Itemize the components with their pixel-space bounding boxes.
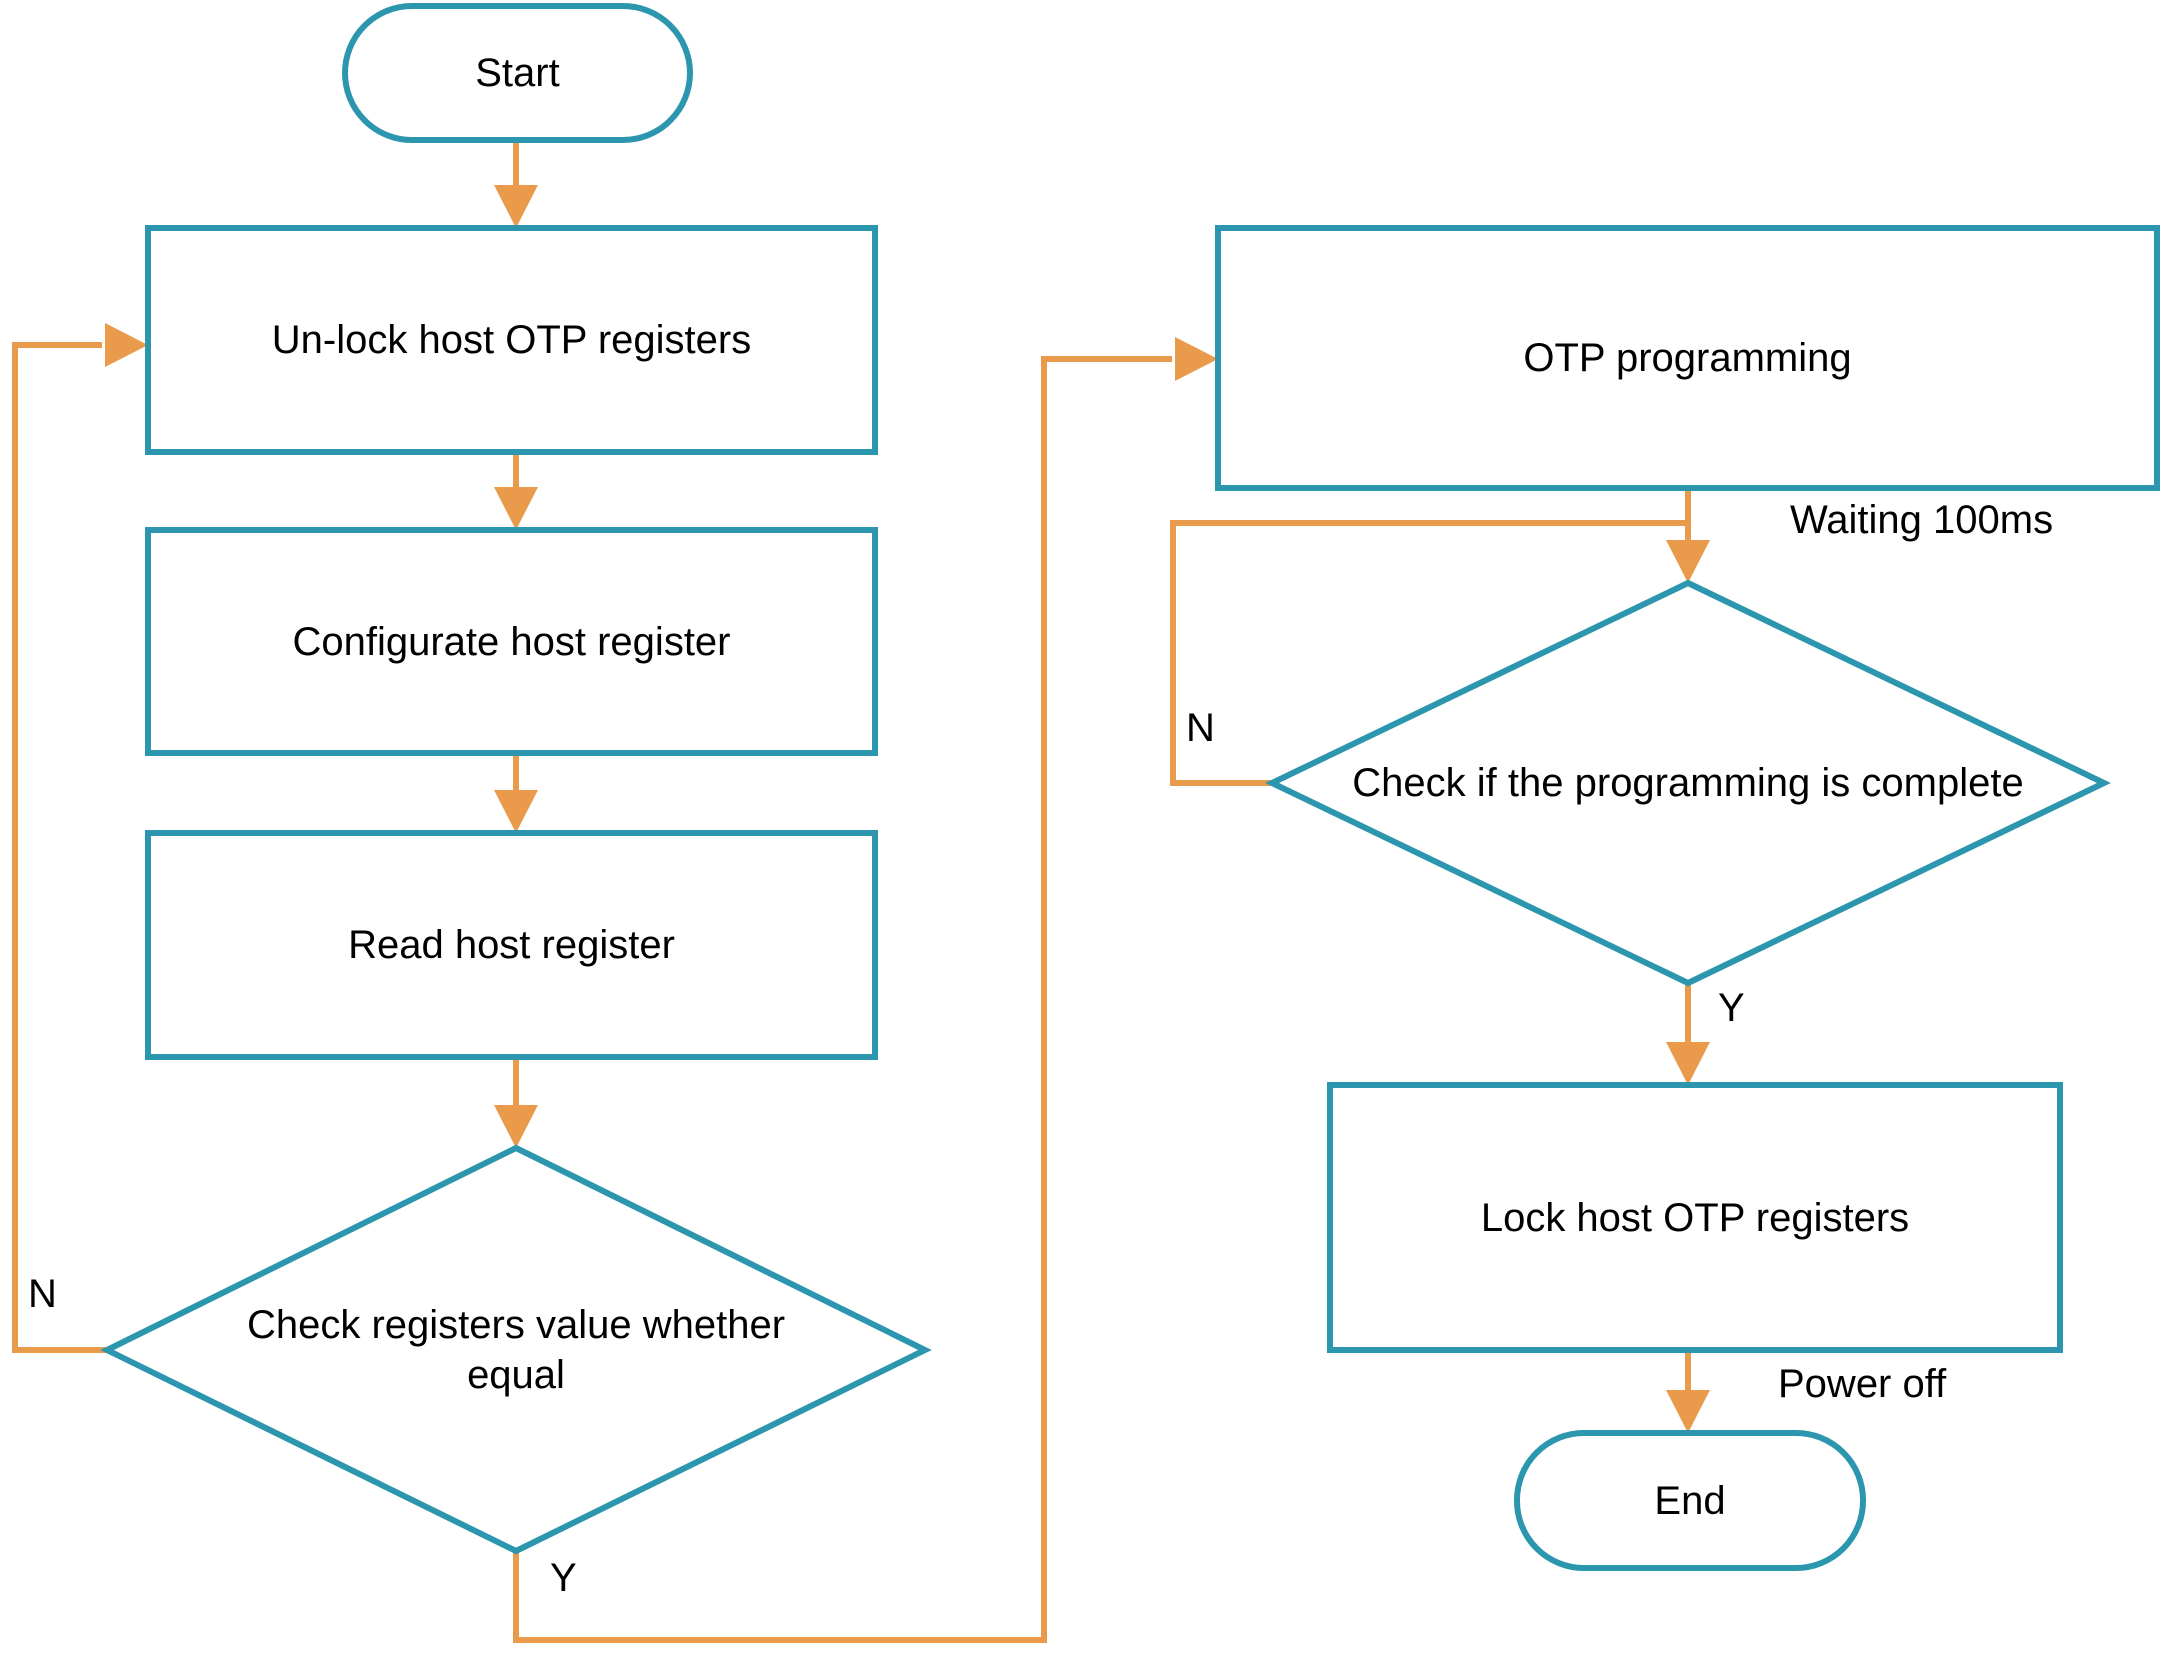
otp-programming-process-shape — [1215, 225, 2160, 491]
end-terminator-shape — [1514, 1430, 1866, 1571]
unlock-process-shape — [145, 225, 878, 455]
check-complete-decision-shape — [1265, 579, 2111, 987]
lock-process-shape — [1327, 1082, 2063, 1353]
arrowhead-start-unlock — [494, 185, 538, 228]
edge-checkcomplete-no-loop — [1170, 520, 1688, 786]
arrowhead-configurate-read — [494, 790, 538, 833]
edges — [12, 140, 1710, 1643]
nodes — [100, 3, 2160, 1571]
start-terminator-shape — [342, 3, 693, 143]
arrowhead-checkequal-no — [105, 323, 148, 367]
check-equal-decision-shape — [100, 1144, 932, 1555]
arrowhead-lock-end — [1666, 1390, 1710, 1433]
arrowhead-checkcomplete-yes — [1666, 1042, 1710, 1085]
edge-checkequal-yes — [513, 356, 1172, 1643]
arrowhead-checkequal-yes — [1175, 337, 1218, 381]
configurate-process-shape — [145, 527, 878, 756]
arrowhead-unlock-configurate — [494, 487, 538, 530]
edge-checkequal-no-loop — [12, 342, 110, 1353]
arrowhead-otp-checkcomplete — [1666, 540, 1710, 583]
arrowhead-read-checkequal — [494, 1105, 538, 1148]
read-process-shape — [145, 830, 878, 1060]
